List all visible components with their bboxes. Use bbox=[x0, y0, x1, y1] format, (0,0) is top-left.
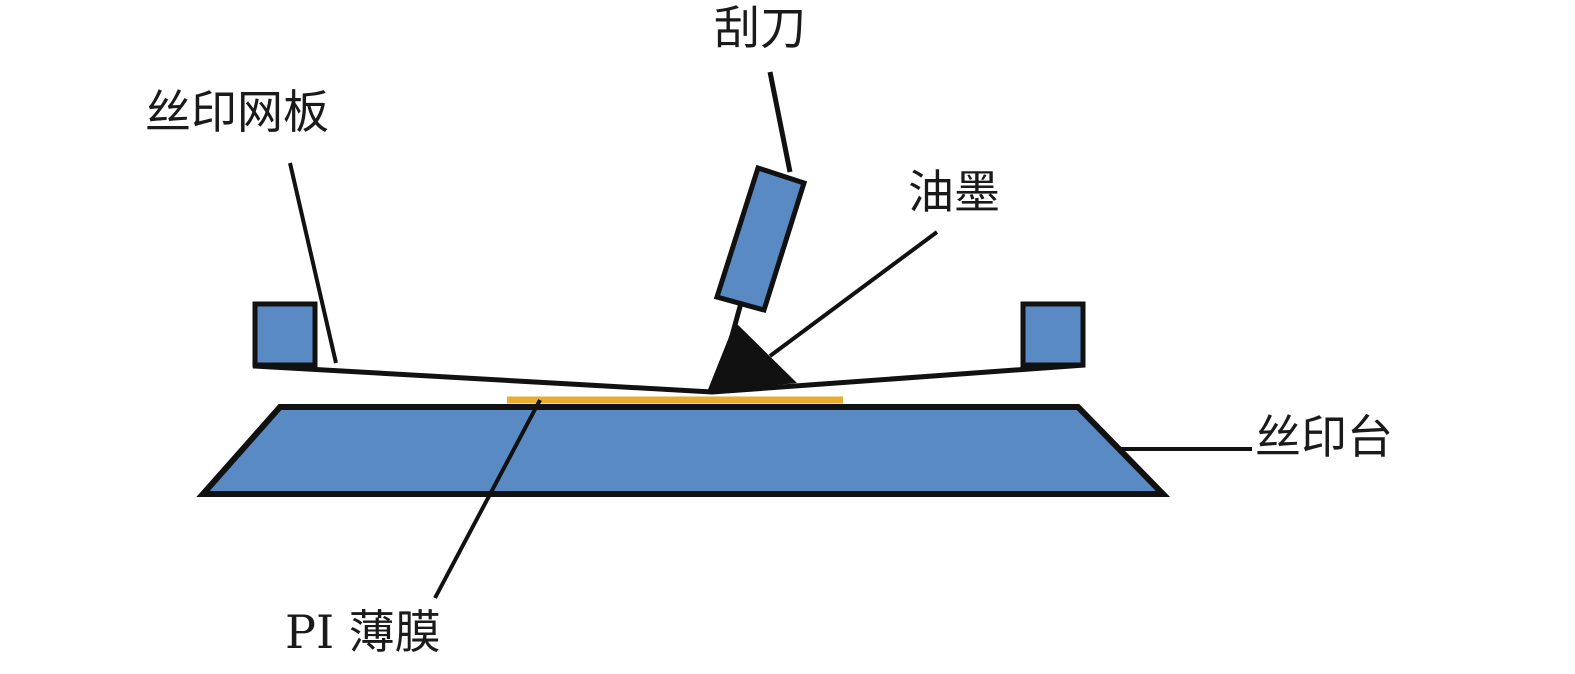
screen-leader bbox=[288, 162, 338, 364]
printing-stage bbox=[196, 404, 1171, 497]
squeegee bbox=[713, 164, 808, 314]
label-film: PI 薄膜 bbox=[285, 605, 441, 659]
squeegee-blade-edge bbox=[719, 302, 744, 373]
screen-mesh bbox=[252, 362, 1086, 395]
label-squeegee: 刮刀 bbox=[714, 1, 806, 55]
screen-frame-right bbox=[1020, 301, 1086, 368]
ink bbox=[707, 322, 797, 392]
squeegee-handle bbox=[767, 71, 793, 173]
screen-frame-left bbox=[252, 301, 318, 368]
label-screen: 丝印网板 bbox=[145, 85, 329, 139]
film-leader bbox=[433, 399, 542, 599]
label-stage: 丝印台 bbox=[1255, 410, 1393, 464]
ink-leader bbox=[768, 230, 939, 358]
label-ink: 油墨 bbox=[908, 165, 1000, 219]
